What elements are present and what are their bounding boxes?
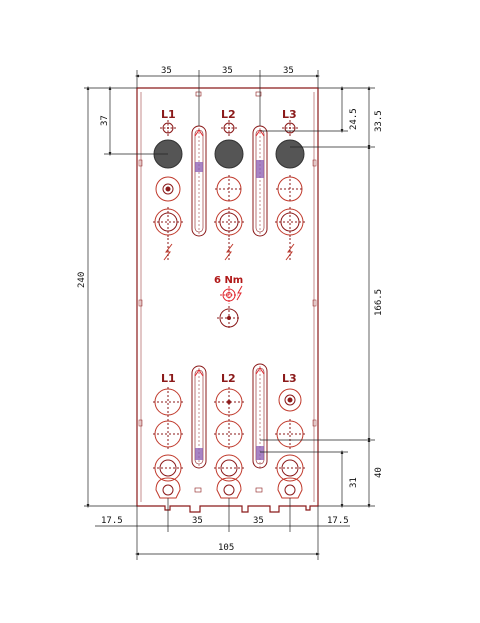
- dim-top-3: 35: [283, 66, 294, 76]
- dim-bottom-35-a: 35: [192, 516, 203, 526]
- top-slot-left: [191, 125, 207, 237]
- dim-left-240: 240: [77, 272, 87, 288]
- bottom-slot-right: [252, 363, 268, 469]
- ground-screw-icon: [220, 285, 243, 304]
- dim-top-1: 35: [161, 66, 172, 76]
- phase-label-top-l2: L2: [221, 108, 236, 121]
- small-screw-icon: [282, 120, 298, 136]
- small-screw-icon: [221, 120, 237, 136]
- dim-right-24-5: 24.5: [349, 108, 359, 130]
- dark-hole: [214, 139, 244, 169]
- torque-label: 6 Nm: [214, 275, 243, 286]
- small-screw-icon: [160, 120, 176, 136]
- bottom-slot-left: [191, 365, 207, 469]
- phase-label-bottom-l2: L2: [221, 372, 236, 385]
- lightning-icon: [224, 238, 234, 262]
- phase-label-bottom-l3: L3: [282, 372, 297, 385]
- dim-right-166-5: 166.5: [374, 289, 384, 316]
- dim-bottom-35-b: 35: [253, 516, 264, 526]
- dark-hole: [275, 139, 305, 169]
- phase-label-top-l3: L3: [282, 108, 297, 121]
- dim-right-33-5: 33.5: [374, 110, 384, 132]
- board-outline: [136, 87, 319, 513]
- dim-bottom-left-17-5: 17.5: [101, 516, 123, 526]
- top-terminal-group: [153, 120, 305, 237]
- dim-top-2: 35: [222, 66, 233, 76]
- dim-bottom-105: 105: [218, 543, 234, 553]
- top-slot-right: [252, 125, 268, 237]
- dim-bottom-right-17-5: 17.5: [327, 516, 349, 526]
- lightning-icon: [163, 238, 173, 262]
- dim-right-40: 40: [374, 467, 384, 478]
- crosshair-icon: [217, 306, 241, 330]
- dim-left-37: 37: [100, 115, 110, 126]
- lightning-icon: [285, 238, 295, 262]
- dimension-lines: [84, 70, 375, 560]
- bottom-terminal-group: [153, 387, 305, 499]
- phase-label-bottom-l1: L1: [161, 372, 176, 385]
- dim-right-31: 31: [349, 477, 359, 488]
- phase-label-top-l1: L1: [161, 108, 176, 121]
